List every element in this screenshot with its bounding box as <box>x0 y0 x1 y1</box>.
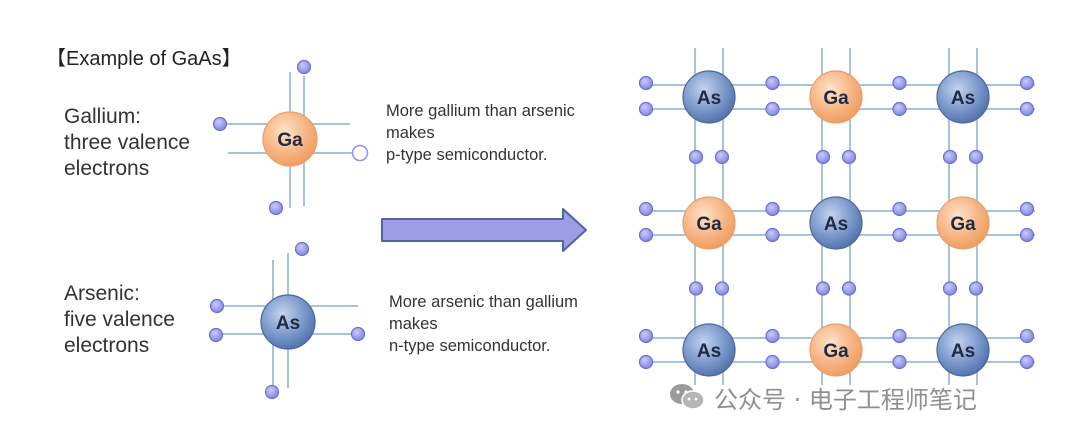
gallium-atom <box>262 111 318 167</box>
gallium-description-line: p-type semiconductor. <box>386 146 548 164</box>
gallium-label-line: three valence <box>64 131 191 154</box>
arsenic-symbol: As <box>951 341 975 362</box>
electron-dot <box>209 298 225 314</box>
electron-dot <box>714 281 730 296</box>
arsenic-atom <box>936 323 990 377</box>
electron-dot <box>208 327 224 343</box>
electron-dot <box>765 75 780 91</box>
gallium-atom <box>936 196 990 250</box>
electron-dot <box>942 281 958 296</box>
electron-dot <box>892 328 907 344</box>
wechat-icon <box>670 384 705 410</box>
electron-dot <box>294 241 310 257</box>
page-title: 【Example of GaAs】 <box>46 48 242 70</box>
watermark-text: 公众号 · 电子工程师笔记 <box>714 385 977 414</box>
gallium-atom <box>809 323 863 377</box>
electron-dot <box>212 116 228 132</box>
bond-lines <box>216 48 1035 392</box>
electron-dot <box>268 200 284 216</box>
electron-dot <box>892 354 907 370</box>
arsenic-label-line: Arsenic: <box>64 282 140 305</box>
gallium-symbol: Ga <box>950 214 976 235</box>
electron-dot <box>1019 328 1035 344</box>
hole-icon <box>351 144 369 162</box>
gallium-atom <box>682 196 736 250</box>
electron-dot <box>638 201 654 217</box>
arsenic-atom <box>260 294 316 350</box>
gallium-description-line: More gallium than arsenic <box>386 102 575 120</box>
electron-dot <box>968 281 984 296</box>
electron-dot <box>1019 101 1035 117</box>
electron-dot <box>765 227 780 243</box>
electron-dot <box>968 149 984 165</box>
electron-dot <box>264 384 280 400</box>
electron-dot <box>815 281 831 296</box>
arsenic-symbol: As <box>276 313 300 334</box>
electron-dot <box>892 227 907 243</box>
gallium-label: Gallium: three valence electrons <box>64 104 190 182</box>
arsenic-atom <box>809 196 863 250</box>
gallium-description: More gallium than arsenic makes p-type s… <box>386 100 575 166</box>
electron-dot <box>638 227 654 243</box>
gallium-label-line: electrons <box>64 157 150 180</box>
electron-dot <box>892 201 907 217</box>
arsenic-description-line: makes <box>389 315 438 333</box>
right-arrow-icon <box>381 208 587 252</box>
electron-dot <box>638 75 654 91</box>
gallium-symbol: Ga <box>823 341 849 362</box>
electron-dot <box>296 59 312 75</box>
arsenic-description-line: n-type semiconductor. <box>389 337 551 355</box>
arsenic-atom <box>682 70 736 124</box>
arsenic-label: Arsenic: five valence electrons <box>64 281 175 359</box>
electron-dot <box>841 149 857 165</box>
electron-dot <box>765 328 780 344</box>
gallium-label-line: Gallium: <box>64 105 142 128</box>
gallium-symbol: Ga <box>823 88 849 109</box>
electron-dot <box>1019 227 1035 243</box>
arsenic-label-line: electrons <box>64 334 150 357</box>
electron-dot <box>1019 354 1035 370</box>
electron-dot <box>688 281 704 296</box>
gallium-description-line: makes <box>386 124 435 142</box>
electron-dots <box>208 59 1035 400</box>
arsenic-atom <box>682 323 736 377</box>
arsenic-symbol: As <box>951 88 975 109</box>
electron-dot <box>892 75 907 91</box>
electron-dot <box>765 101 780 117</box>
arsenic-symbol: As <box>824 214 848 235</box>
arsenic-description-line: More arsenic than gallium <box>389 293 578 311</box>
electron-dot <box>765 201 780 217</box>
gallium-atom <box>809 70 863 124</box>
electron-dot <box>942 149 958 165</box>
arsenic-label-line: five valence <box>64 308 175 331</box>
electron-dot <box>638 328 654 344</box>
electron-dot <box>638 354 654 370</box>
electron-dot <box>765 354 780 370</box>
electron-dot <box>350 326 366 342</box>
electron-dot <box>892 101 907 117</box>
arsenic-symbol: As <box>697 88 721 109</box>
arsenic-symbol: As <box>697 341 721 362</box>
electron-dot <box>841 281 857 296</box>
gallium-symbol: Ga <box>277 130 303 151</box>
electron-dot <box>815 149 831 165</box>
electron-dot <box>1019 75 1035 91</box>
electron-dot <box>688 149 704 165</box>
watermark: 公众号 · 电子工程师笔记 <box>668 380 977 414</box>
gallium-symbol: Ga <box>696 214 722 235</box>
arsenic-atom <box>936 70 990 124</box>
electron-dot <box>1019 201 1035 217</box>
electron-dot <box>714 149 730 165</box>
arsenic-description: More arsenic than gallium makes n-type s… <box>389 291 578 357</box>
electron-dot <box>638 101 654 117</box>
